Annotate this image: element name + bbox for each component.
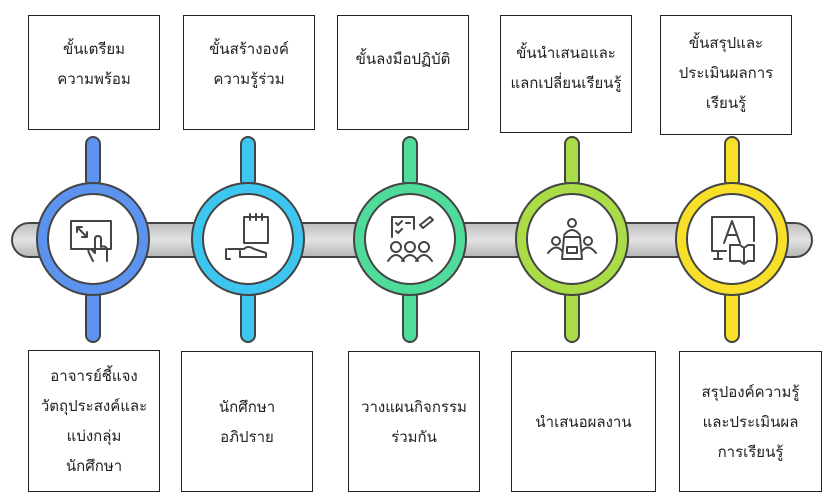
step-1-node [36,136,150,343]
connector-stem-top [402,136,418,188]
connector-stem-bottom [240,289,256,343]
step-3-title-line: ขั้นลงมือปฏิบัติ [355,50,451,68]
step-4-title-line: แลกเปลี่ยนเรียนรู้ [510,74,622,92]
step-2-node [191,136,305,343]
group-planning-icon [387,216,434,262]
step-5-description-line: สรุปองค์ความรู้ [701,382,800,401]
step-1-description-line: แบ่งกลุ่ม [66,427,122,445]
step-5-title-box: ขั้นสรุปและ ประเมินผลการ เรียนรู้ [660,15,792,135]
connector-stem-bottom [85,289,101,343]
step-2-description-line: นักศึกษา [218,397,276,416]
step-4-title-box: ขั้นนำเสนอและ แลกเปลี่ยนเรียนรู้ [500,15,632,133]
step-5-title-line: ประเมินผลการ [678,64,774,82]
connector-stem-bottom [724,289,740,343]
step-ring-inner [202,193,294,285]
step-3-description-line: วางแผนกิจกรรม [361,397,467,416]
step-3-description-box: วางแผนกิจกรรม ร่วมกัน [348,351,480,492]
step-5-title-line: ขั้นสรุปและ [688,34,764,52]
step-3-node [353,136,467,343]
step-ring-inner [686,193,778,285]
step-1-description-box: อาจารย์ชี้แจง วัตถุประสงค์และ แบ่งกลุ่ม … [28,350,160,492]
step-2-title-box: ขั้นสร้างองค์ ความรู้ร่วม [183,15,315,130]
step-ring-inner [47,193,139,285]
touch-screen-icon [70,220,112,262]
step-4-description-line: นำเสนอผลงาน [535,412,632,431]
step-4-node [515,136,629,343]
connector-stem-top [564,136,580,188]
step-2-title-line: ความรู้ร่วม [213,70,285,88]
step-5-node [675,136,789,343]
step-1-description-line: อาจารย์ชี้แจง [50,367,138,385]
step-5-description-line: การเรียนรู้ [717,442,784,461]
step-ring-inner [364,193,456,285]
notepad-hand-icon [225,213,269,260]
step-3-description-line: ร่วมกัน [391,427,437,446]
computer-book-icon [711,216,755,265]
connector-stem-top [724,136,740,188]
step-1-description-line: วัตถุประสงค์และ [40,397,148,415]
connector-stem-top [85,136,101,188]
connector-stem-top [240,136,256,188]
step-5-description-line: และประเมินผล [702,412,799,431]
step-2-description-box: นักศึกษา อภิปราย [181,351,313,492]
connector-stem-bottom [402,289,418,343]
step-2-title-line: ขั้นสร้างองค์ [209,40,289,58]
step-1-title-box: ขั้นเตรียม ความพร้อม [28,15,160,130]
step-4-title-line: ขั้นนำเสนอและ [516,44,616,62]
step-1-title-line: ความพร้อม [57,70,131,88]
step-2-description-line: อภิปราย [220,427,274,446]
step-5-description-box: สรุปองค์ความรู้ และประเมินผล การเรียนรู้ [679,351,822,492]
step-4-description-box: นำเสนอผลงาน [511,351,656,492]
step-ring-inner [526,193,618,285]
meeting-table-icon [547,218,597,260]
step-5-title-line: เรียนรู้ [705,94,747,112]
step-1-title-line: ขั้นเตรียม [62,40,126,58]
step-3-title-box: ขั้นลงมือปฏิบัติ [337,15,469,130]
step-1-description-line: นักศึกษา [65,457,123,475]
connector-stem-bottom [564,289,580,343]
